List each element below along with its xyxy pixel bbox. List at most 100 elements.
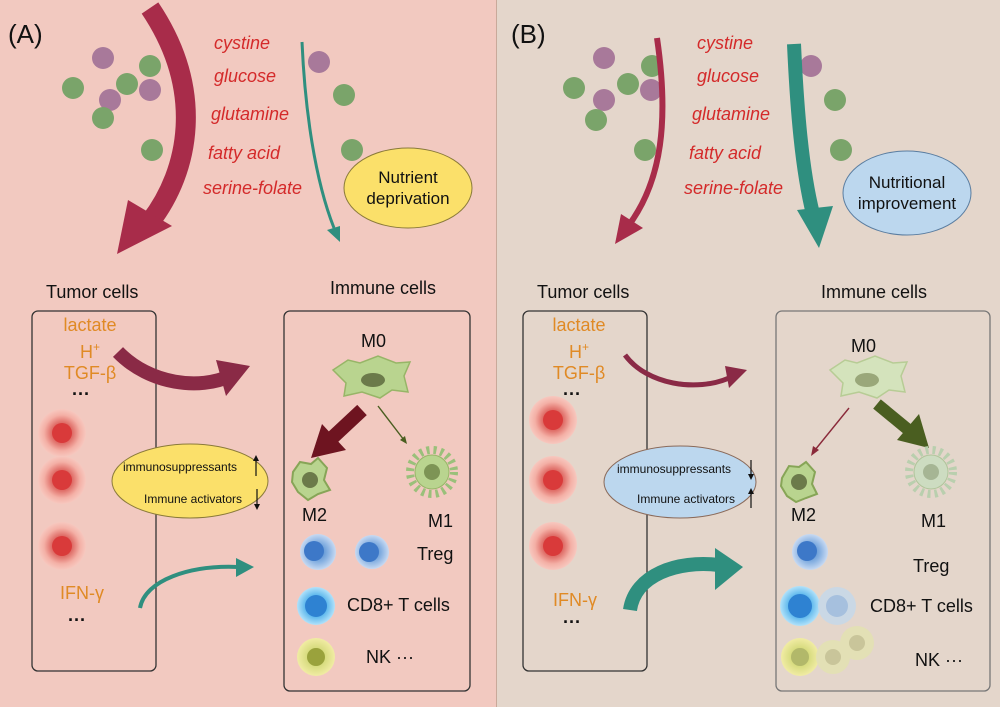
treg-cell — [300, 534, 336, 570]
tumor-cell — [529, 396, 577, 444]
m0-to-m2-arrow — [814, 407, 850, 451]
m1-label: M1 — [428, 511, 454, 531]
cd8-t-cell — [818, 587, 856, 625]
m2-macrophage — [779, 460, 819, 504]
down-arrow-icon — [254, 489, 260, 510]
treg-label: Treg — [417, 544, 454, 564]
nutrient-label: glutamine — [692, 104, 771, 124]
regulator-activators: Immune activators — [637, 492, 736, 506]
state-label: Nutritional improvement — [843, 172, 971, 214]
nutrient-label: fatty acid — [689, 143, 762, 163]
nutrient-label: serine-folate — [684, 178, 784, 198]
ifn-label: IFN-γ — [60, 583, 104, 603]
ifn-arrow — [623, 557, 720, 612]
panel-a-graphics — [31, 2, 473, 692]
tumor-uptake-arrow — [141, 2, 196, 229]
tumor-uptake-arrowhead — [117, 200, 172, 254]
nutrient-label: cystine — [214, 33, 271, 53]
tumor-heading: Tumor cells — [537, 282, 630, 302]
m0-label: M0 — [361, 331, 387, 351]
tumor-cell — [529, 522, 577, 570]
immune-uptake-arrowhead — [797, 206, 833, 248]
cd8-t-cell — [780, 586, 820, 626]
factor-arrow — [622, 353, 731, 388]
nk-cell — [781, 638, 819, 676]
m0-to-m2-arrow — [327, 404, 367, 444]
panel-label: (B) — [511, 19, 546, 49]
m1-macrophage — [905, 446, 957, 498]
m1-label: M1 — [921, 511, 947, 531]
m0-macrophage — [828, 355, 909, 399]
tumor-cell — [38, 409, 86, 457]
regulator-ellipse — [603, 445, 757, 519]
state-line1: Nutrient — [378, 168, 438, 187]
tumor-cell — [38, 522, 86, 570]
ifn-arrow — [138, 564, 239, 609]
regulator-activators: Immune activators — [144, 492, 243, 506]
ifn-arrowhead — [715, 548, 743, 590]
nutrient-label: glucose — [214, 66, 277, 86]
state-label: Nutrient deprivation — [345, 167, 471, 209]
factor-tgf-beta: TGF-β — [63, 363, 117, 383]
cd8-t-cell — [297, 587, 335, 625]
m0-label: M0 — [851, 336, 877, 356]
regulator-suppressants: immunosuppressants — [123, 460, 238, 474]
m0-to-m1-arrow — [873, 399, 915, 437]
immune-uptake-arrow — [300, 41, 336, 229]
tumor-uptake-arrow — [626, 37, 666, 227]
nutrient-circles — [62, 47, 363, 161]
factor-arrowhead — [725, 366, 747, 388]
panel-b-graphics — [522, 37, 991, 692]
factor-lactate: lactate — [63, 315, 117, 335]
m0-to-m1-arrow — [377, 405, 405, 441]
ifn-arrowhead — [236, 558, 254, 577]
nk-label: NK ··· — [915, 650, 963, 670]
m2-macrophage — [290, 456, 332, 502]
factor-more: ··· — [72, 384, 90, 404]
tumor-uptake-arrowhead — [615, 214, 643, 244]
nutrient-label: cystine — [697, 33, 754, 53]
m1-macrophage — [406, 446, 458, 498]
treg-cell — [792, 534, 828, 570]
nk-label: NK ··· — [366, 647, 414, 667]
tumor-heading: Tumor cells — [46, 282, 139, 302]
ifn-more: ··· — [68, 610, 86, 630]
ifn-more: ··· — [563, 612, 581, 632]
m0-to-m2-arrowhead — [311, 424, 346, 458]
treg-label: Treg — [913, 556, 950, 576]
up-arrow-icon — [253, 455, 259, 476]
state-line1: Nutritional — [868, 173, 946, 192]
m2-label: M2 — [791, 505, 817, 525]
state-line2: improvement — [857, 194, 957, 213]
tumor-cell — [38, 456, 86, 504]
nk-cell — [297, 638, 335, 676]
regulator-suppressants: immunosuppressants — [617, 462, 732, 476]
regulator-ellipse — [111, 443, 269, 519]
panel-label: (A) — [8, 19, 43, 49]
m0-to-m2-arrowhead — [811, 446, 819, 456]
factor-proton: H+ — [568, 340, 589, 362]
m0-macrophage — [331, 355, 412, 399]
tumor-cell — [529, 456, 577, 504]
state-line2: deprivation — [366, 189, 450, 208]
immune-box — [283, 310, 471, 692]
nutrient-label: glutamine — [211, 104, 290, 124]
m0-to-m1-arrowhead — [897, 414, 929, 448]
cd8-label: CD8+ T cells — [870, 596, 973, 616]
panel-b: (B) cystine glucose glutamine fatty acid… — [496, 0, 1000, 707]
m0-to-m1-arrowhead — [400, 436, 407, 444]
nutrient-label: glucose — [697, 66, 760, 86]
immune-box — [775, 310, 991, 692]
factor-more: ··· — [563, 384, 581, 404]
immune-uptake-arrow — [787, 43, 820, 216]
factor-arrowhead — [216, 360, 250, 396]
factor-proton: H+ — [79, 340, 100, 362]
nk-cell — [840, 626, 874, 660]
factor-tgf-beta: TGF-β — [552, 363, 606, 383]
factor-lactate: lactate — [552, 315, 606, 335]
factor-arrow — [112, 346, 233, 391]
panel-a: (A) cystine glucose glutamine fatty acid… — [0, 0, 496, 707]
ifn-label: IFN-γ — [553, 590, 597, 610]
state-ellipse — [343, 147, 473, 229]
